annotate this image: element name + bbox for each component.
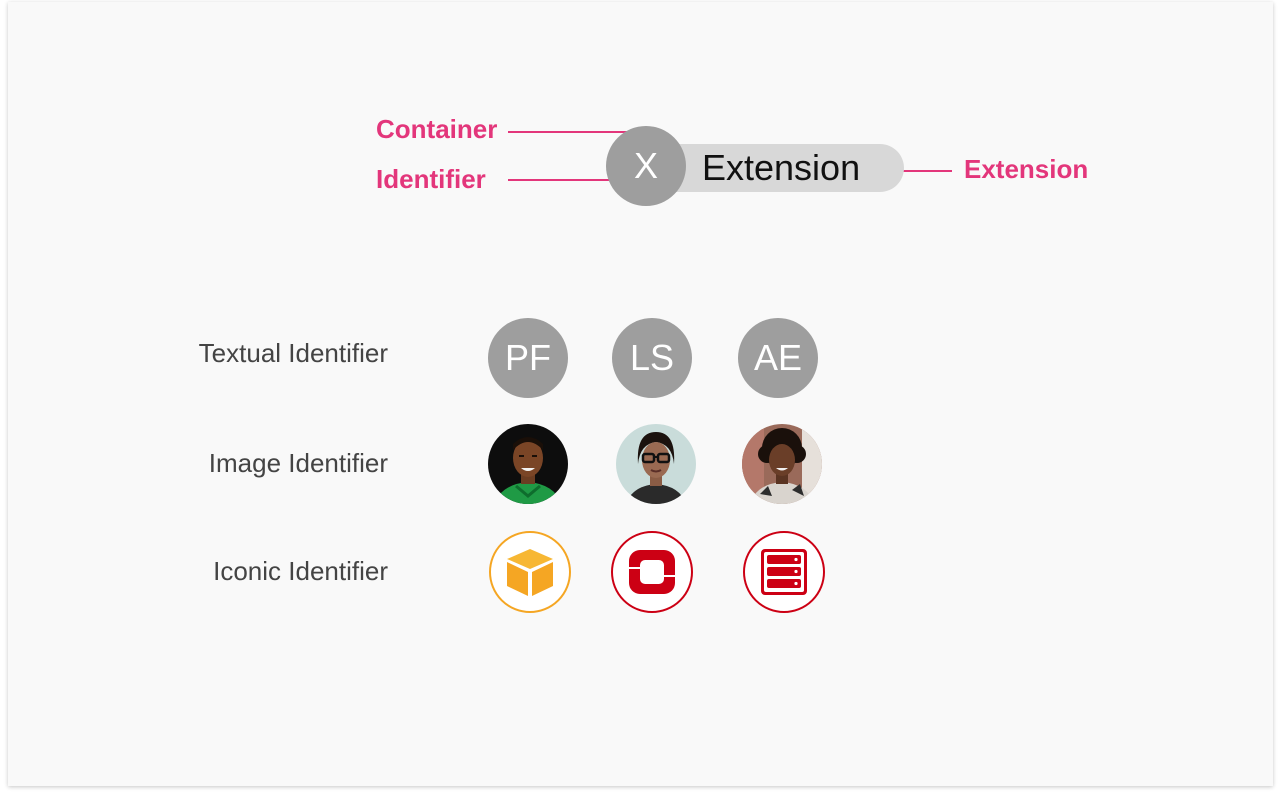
image-identifier-label: Image Identifier: [208, 448, 388, 478]
container-callout-line: [508, 131, 634, 133]
chip-identifier: X: [606, 126, 686, 206]
person-photo-2: [616, 424, 696, 504]
textual-identifier-label: Textual Identifier: [198, 338, 388, 368]
chip-extension-text: Extension: [702, 147, 861, 188]
text-avatar-ae: AE: [738, 318, 818, 398]
identifier-callout-label: Identifier: [376, 164, 486, 194]
text-avatar-ls: LS: [612, 318, 692, 398]
openshift-ring-icon: [611, 531, 693, 613]
extension-callout-label: Extension: [964, 154, 1089, 184]
text-avatar-pf: PF: [488, 318, 568, 398]
chip-example: X Extension: [606, 126, 904, 206]
chip-container: [646, 144, 904, 192]
identifier-callout-line: [508, 179, 644, 181]
package-box-icon: [489, 531, 571, 613]
container-callout-label: Container: [376, 114, 498, 144]
person-photo-3: [742, 424, 822, 504]
extension-callout-line: [894, 170, 952, 172]
server-stack-icon: [743, 531, 825, 613]
person-photo-1: [488, 424, 568, 504]
iconic-identifier-label: Iconic Identifier: [213, 556, 388, 586]
